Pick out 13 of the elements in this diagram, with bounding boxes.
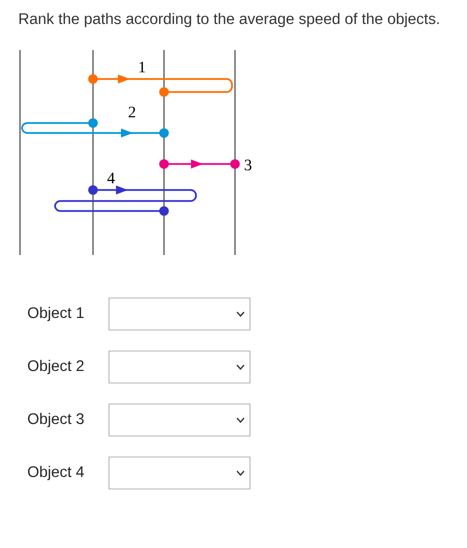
dropdown-select <box>108 456 250 490</box>
object-label: Object 1 <box>28 306 84 322</box>
path-number: 4 <box>106 171 116 185</box>
question-text: Rank the paths according to the average speed of the objects. <box>20 12 439 28</box>
dropdown-select <box>108 298 250 330</box>
path-number: 2 <box>126 105 138 119</box>
object-label: Object 2 <box>28 360 84 374</box>
object-label: Object 3 <box>28 412 84 428</box>
dropdown-select <box>108 404 250 436</box>
path-number: 3 <box>242 158 254 172</box>
object-label: Object 4 <box>28 466 84 480</box>
path-number: 1 <box>136 60 148 74</box>
dropdown-select <box>108 350 250 384</box>
